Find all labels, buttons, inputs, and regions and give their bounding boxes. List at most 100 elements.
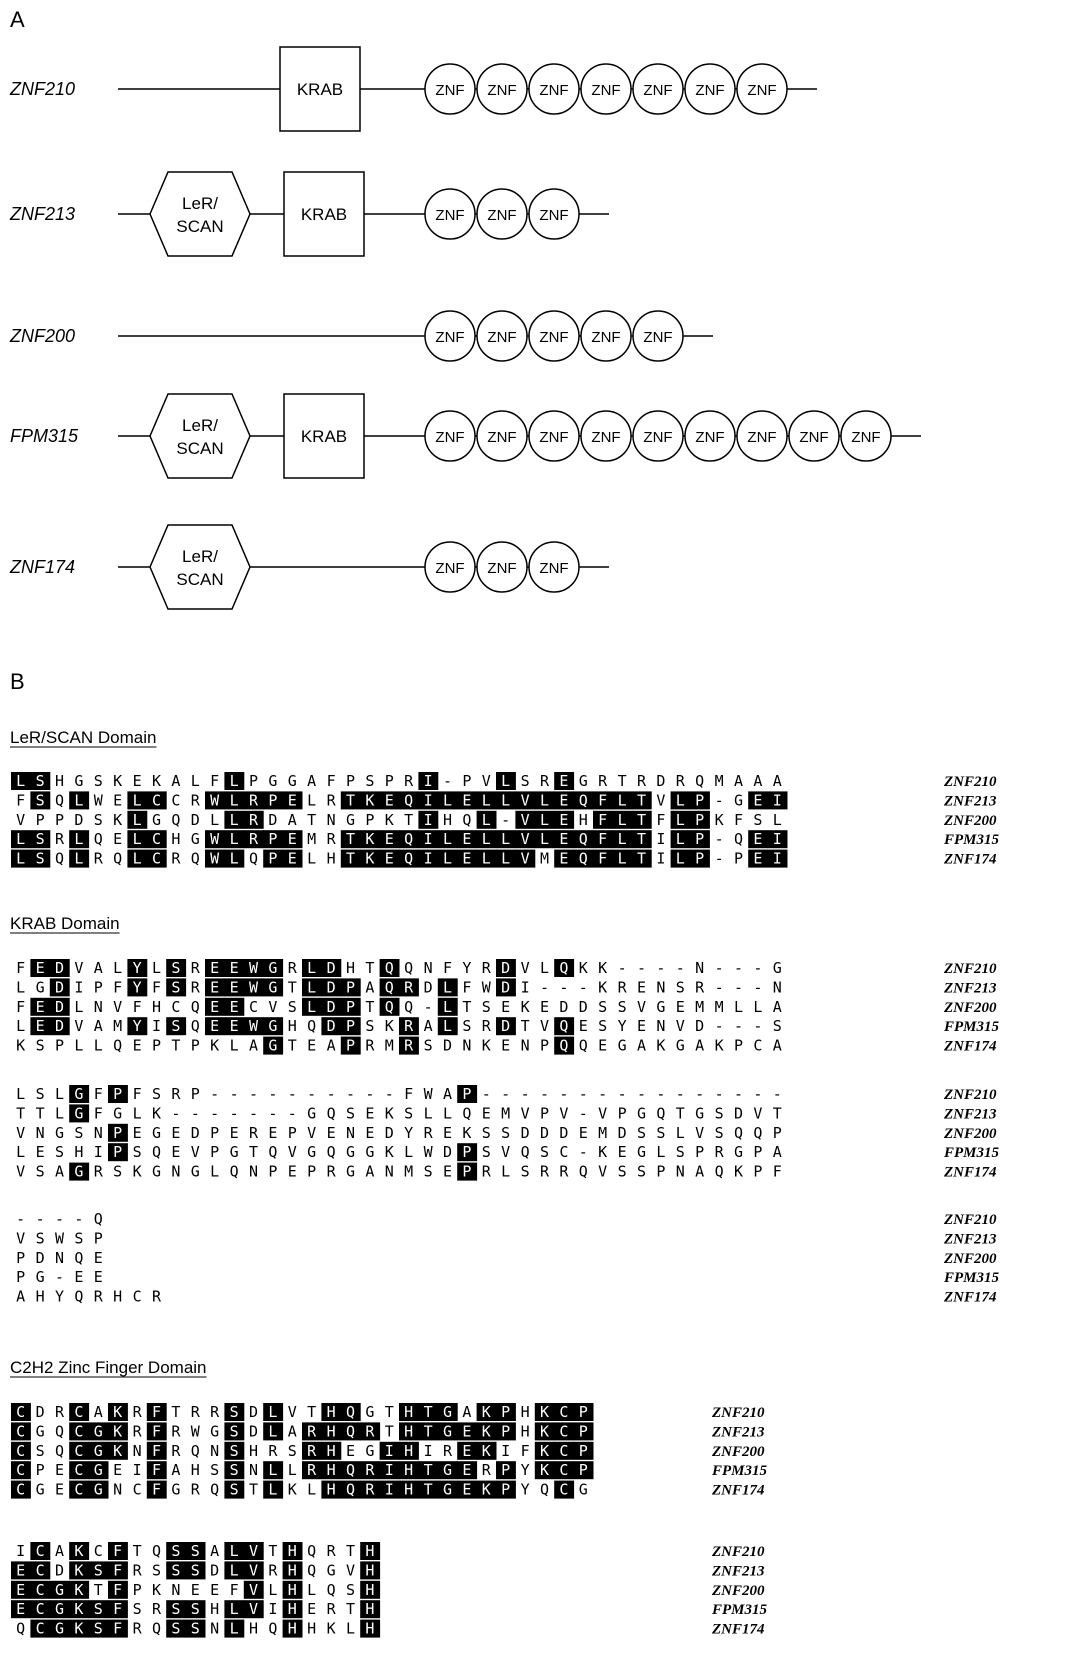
residue: P (16, 1268, 25, 1286)
residue: E (462, 1481, 471, 1499)
conserved-cell (515, 810, 536, 829)
residue: D (443, 1143, 452, 1161)
conserved-cell (321, 997, 342, 1016)
scan-label-line2: SCAN (176, 217, 223, 236)
residue: K (74, 1561, 83, 1579)
residue: V (521, 1104, 530, 1122)
residue: T (424, 1422, 433, 1440)
znf-label: ZNF (695, 82, 724, 99)
residue: R (94, 1163, 104, 1181)
residue: L (133, 1104, 142, 1122)
residue: G (443, 1422, 452, 1440)
residue: T (385, 1403, 394, 1421)
residue: E (385, 850, 394, 868)
conserved-cell (88, 1422, 109, 1441)
residue: - (346, 1085, 355, 1103)
residue: N (171, 1163, 180, 1181)
residue: K (327, 1620, 336, 1638)
conserved-cell (108, 1600, 128, 1619)
conserved-cell (302, 997, 322, 1016)
residue: L (443, 791, 452, 809)
conserved-cell (11, 1580, 31, 1599)
conserved-cell (243, 959, 264, 977)
residue: - (637, 959, 646, 977)
residue: A (307, 772, 316, 790)
residue: H (521, 1422, 530, 1440)
residue: G (55, 1581, 64, 1599)
znf-label: ZNF (435, 82, 464, 99)
conserved-cell (360, 1561, 381, 1580)
residue: I (424, 772, 433, 790)
residue: S (598, 1017, 607, 1035)
residue: S (598, 998, 607, 1016)
residue: T (424, 1461, 433, 1479)
sequence-name: ZNF174 (943, 1039, 997, 1055)
conserved-cell (496, 791, 516, 810)
residue: Q (113, 850, 122, 868)
residue: K (113, 772, 122, 790)
residue: - (540, 1085, 549, 1103)
conserved-cell (243, 978, 264, 997)
residue: S (637, 1124, 646, 1142)
gene-name: ZNF200 (9, 326, 75, 346)
residue: L (307, 791, 316, 809)
residue: H (404, 1481, 413, 1499)
residue: C (133, 1481, 142, 1499)
residue: L (443, 1104, 452, 1122)
conserved-cell (457, 1480, 478, 1499)
residue: R (133, 1422, 143, 1440)
residue: L (210, 1163, 219, 1181)
residue: Q (734, 830, 743, 848)
conserved-cell (88, 1619, 109, 1638)
scan-label-line1: LeR/ (182, 416, 218, 435)
residue: - (191, 1104, 200, 1122)
residue: P (540, 1104, 549, 1122)
residue: R (327, 1163, 337, 1181)
sequence-name: FPM315 (943, 1145, 1000, 1161)
residue: R (171, 850, 181, 868)
residue: R (55, 830, 65, 848)
conserved-cell (360, 849, 381, 868)
conserved-cell (340, 997, 361, 1016)
conserved-cell (243, 1561, 264, 1580)
residue: G (268, 1037, 277, 1055)
sequence-name: ZNF200 (943, 1000, 997, 1016)
residue: R (365, 1422, 375, 1440)
conserved-cell (593, 849, 613, 868)
residue: V (753, 1104, 762, 1122)
conserved-cell (69, 1619, 90, 1638)
residue: L (540, 791, 549, 809)
residue: A (773, 1143, 782, 1161)
residue: Q (307, 1017, 316, 1035)
residue: R (307, 1422, 317, 1440)
residue: L (230, 1037, 239, 1055)
residue: W (482, 978, 492, 996)
conserved-cell (224, 1542, 245, 1560)
residue: L (230, 1620, 239, 1638)
conserved-cell (282, 1600, 303, 1619)
znf-label: ZNF (487, 82, 516, 99)
residue: C (16, 1422, 25, 1440)
conserved-cell (205, 959, 225, 977)
conserved-cell (88, 1600, 109, 1619)
residue: A (210, 1542, 219, 1560)
residue: P (734, 850, 743, 868)
znf-label: ZNF (487, 560, 516, 577)
residue: K (482, 1403, 491, 1421)
residue: P (385, 772, 394, 790)
conserved-cell (166, 1600, 187, 1619)
conserved-cell (496, 830, 516, 849)
residue: E (501, 998, 510, 1016)
residue: T (346, 791, 355, 809)
residue: P (191, 1085, 200, 1103)
residue: N (656, 1017, 665, 1035)
conserved-cell (224, 830, 245, 849)
znf-circle (736, 410, 788, 462)
residue: K (74, 1581, 83, 1599)
residue: S (94, 772, 103, 790)
gene-name: ZNF174 (9, 557, 75, 577)
residue: E (288, 1163, 297, 1181)
